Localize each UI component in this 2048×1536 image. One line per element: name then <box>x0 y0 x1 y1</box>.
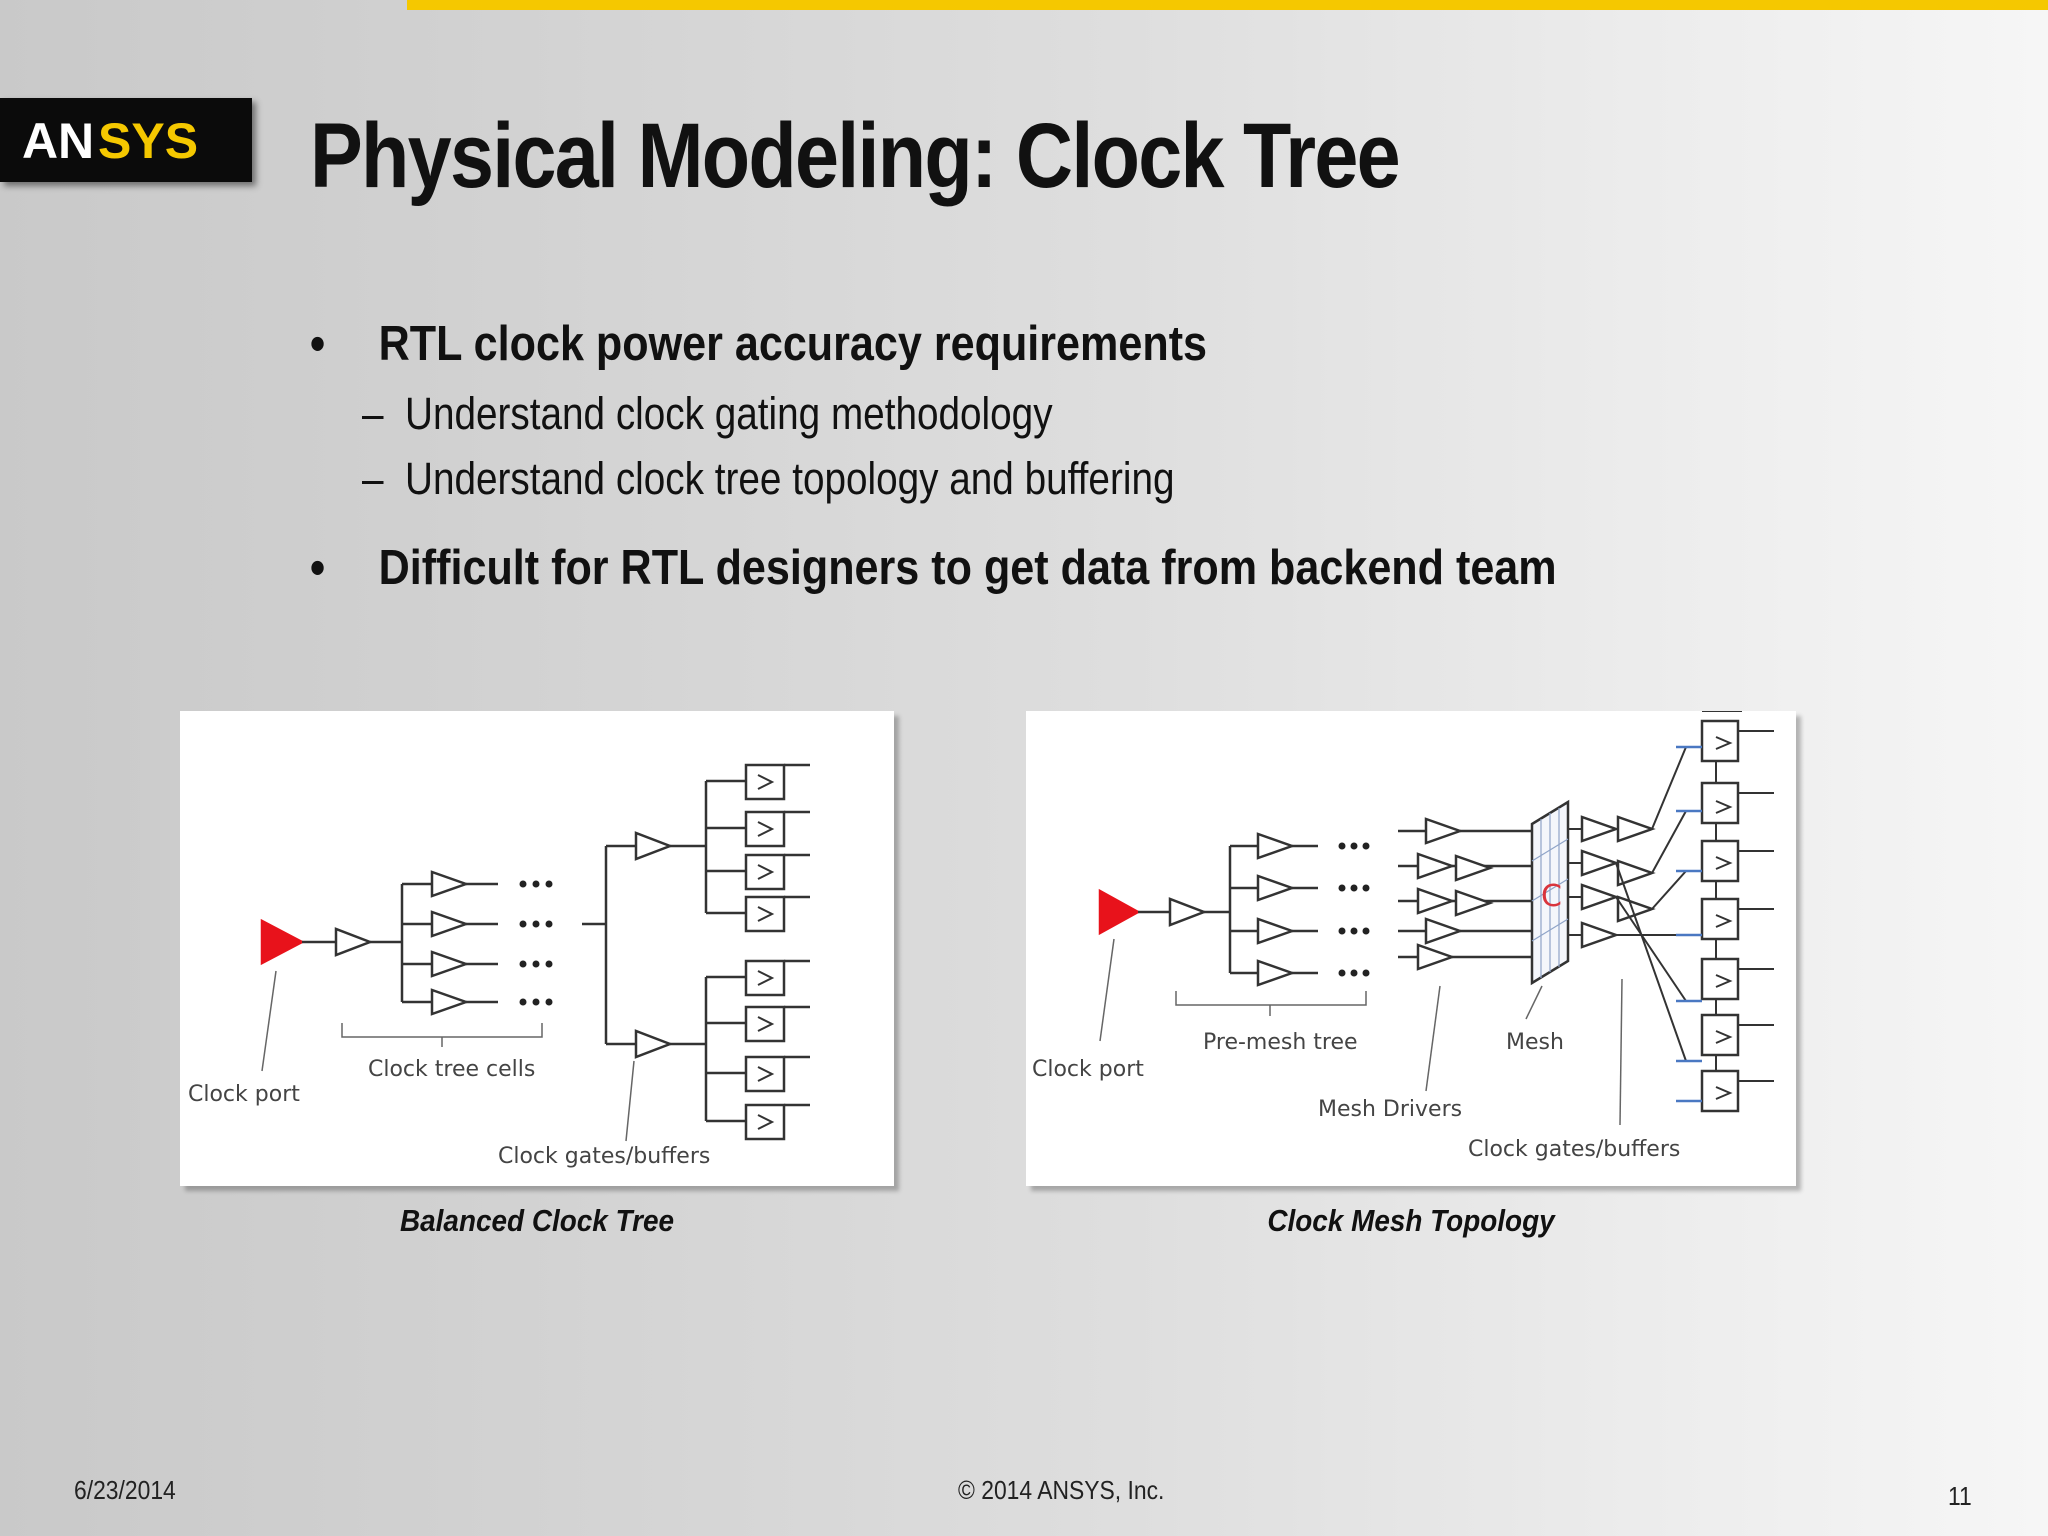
bullet-mark: – <box>362 453 384 504</box>
clock-mesh-figure: C <box>1026 711 1796 1186</box>
svg-text:SYS: SYS <box>98 113 198 169</box>
balanced-tree-caption: Balanced Clock Tree <box>400 1203 674 1238</box>
clock-port-icon <box>260 918 305 966</box>
clock-gates-label: Clock gates/buffers <box>1468 1137 1680 1162</box>
footer-copyright: © 2014 ANSYS, Inc. <box>958 1475 1165 1505</box>
ansys-logo: A N SYS <box>0 98 252 182</box>
mesh-plane: C <box>1530 799 1570 986</box>
gate-group-top <box>706 763 810 933</box>
bullet-text: Understand clock tree topology and buffe… <box>405 453 1175 504</box>
bullet-text: Understand clock gating methodology <box>405 388 1053 439</box>
clock-port-icon <box>1098 888 1141 936</box>
svg-text:A: A <box>22 113 58 169</box>
mesh-label: Mesh <box>1506 1030 1564 1055</box>
tree-cells-label: Clock tree cells <box>368 1057 535 1082</box>
svg-text:N: N <box>58 113 94 169</box>
logo-mark: A N SYS <box>22 113 198 169</box>
bullet-mark: – <box>362 388 384 439</box>
bullet-mark: • <box>310 541 326 595</box>
clock-port-label: Clock port <box>1032 1057 1144 1082</box>
mesh-drivers-label: Mesh Drivers <box>1318 1097 1462 1122</box>
page-number: 11 <box>1948 1481 1972 1511</box>
clock-port-label: Clock port <box>188 1082 300 1107</box>
clock-mesh-diagram: C <box>1032 711 1774 1162</box>
bullet-text: Difficult for RTL designers to get data … <box>378 541 1557 595</box>
accent-bar <box>407 0 2048 10</box>
pre-mesh-label: Pre-mesh tree <box>1203 1030 1358 1055</box>
footer-date: 6/23/2014 <box>74 1475 176 1505</box>
bullet-text: RTL clock power accuracy requirements <box>378 317 1208 371</box>
page-title: Physical Modeling: Clock Tree <box>310 105 1401 207</box>
mesh-letter: C <box>1541 879 1562 914</box>
balanced-clock-tree-figure: Clock port Clock tree cells Clock gates/… <box>180 711 894 1186</box>
gate-group-bottom <box>706 959 810 1141</box>
clock-mesh-caption: Clock Mesh Topology <box>1267 1203 1555 1238</box>
clock-gates-label: Clock gates/buffers <box>498 1144 710 1169</box>
balanced-tree-diagram: Clock port Clock tree cells Clock gates/… <box>188 763 810 1169</box>
bullet-mark: • <box>310 317 326 371</box>
